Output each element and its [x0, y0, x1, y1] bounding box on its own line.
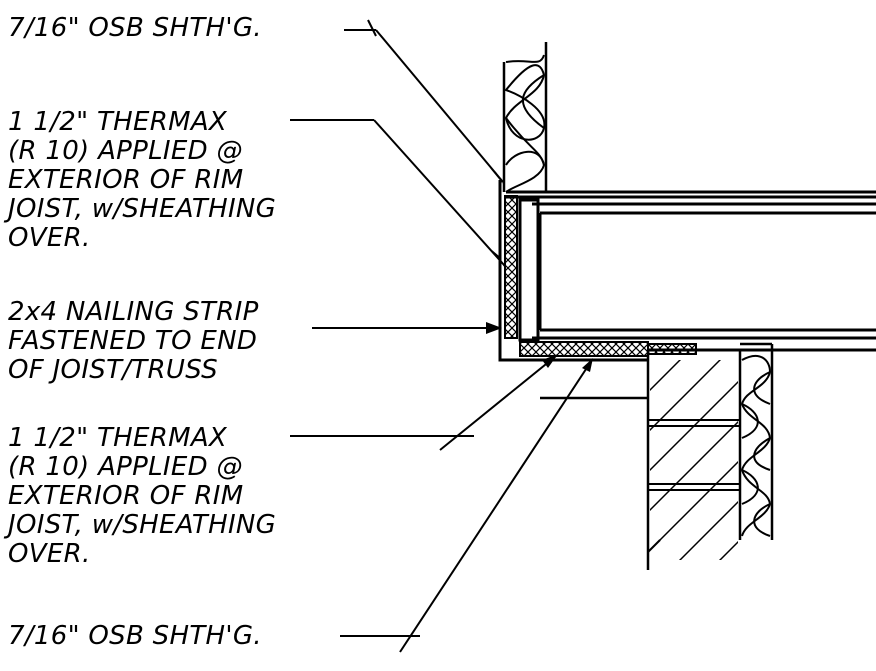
label-line: 1 1/2" THERMAX [8, 423, 228, 453]
label-line: OF JOIST/TRUSS [8, 355, 218, 385]
label-osb-sheathing-bottom: 7/16" OSB SHTH'G. [8, 622, 262, 651]
lower-wall [540, 343, 742, 570]
label-nailing-strip: 2x4 NAILING STRIP FASTENED TO END OF JOI… [8, 298, 259, 385]
label-line: 2x4 NAILING STRIP [8, 297, 259, 327]
floor-joist [506, 190, 876, 352]
upper-wall-insulation [502, 42, 548, 193]
rim-thermax [504, 195, 518, 339]
label-thermax-top: 1 1/2" THERMAX (R 10) APPLIED @ EXTERIOR… [8, 108, 276, 253]
label-line: EXTERIOR OF RIM [8, 481, 244, 511]
bottom-thermax [519, 341, 649, 357]
label-line: JOIST, w/SHEATHING [8, 194, 277, 224]
arrowheads [486, 168, 593, 372]
outer-sheathing [498, 180, 648, 362]
label-line: 7/16" OSB SHTH'G. [8, 621, 262, 651]
label-line: JOIST, w/SHEATHING [8, 510, 277, 540]
label-line: 7/16" OSB SHTH'G. [8, 13, 262, 43]
label-line: FASTENED TO END [8, 326, 258, 356]
lower-wall-insulation [740, 342, 774, 540]
label-line: (R 10) APPLIED @ [8, 136, 243, 166]
label-line: OVER. [8, 223, 91, 253]
label-line: (R 10) APPLIED @ [8, 452, 243, 482]
label-line: OVER. [8, 539, 91, 569]
label-line: 1 1/2" THERMAX [8, 107, 228, 137]
leader-lines [290, 19, 593, 653]
label-line: EXTERIOR OF RIM [8, 165, 244, 195]
label-thermax-bottom: 1 1/2" THERMAX (R 10) APPLIED @ EXTERIOR… [8, 424, 276, 569]
label-osb-sheathing-top: 7/16" OSB SHTH'G. [8, 14, 262, 43]
